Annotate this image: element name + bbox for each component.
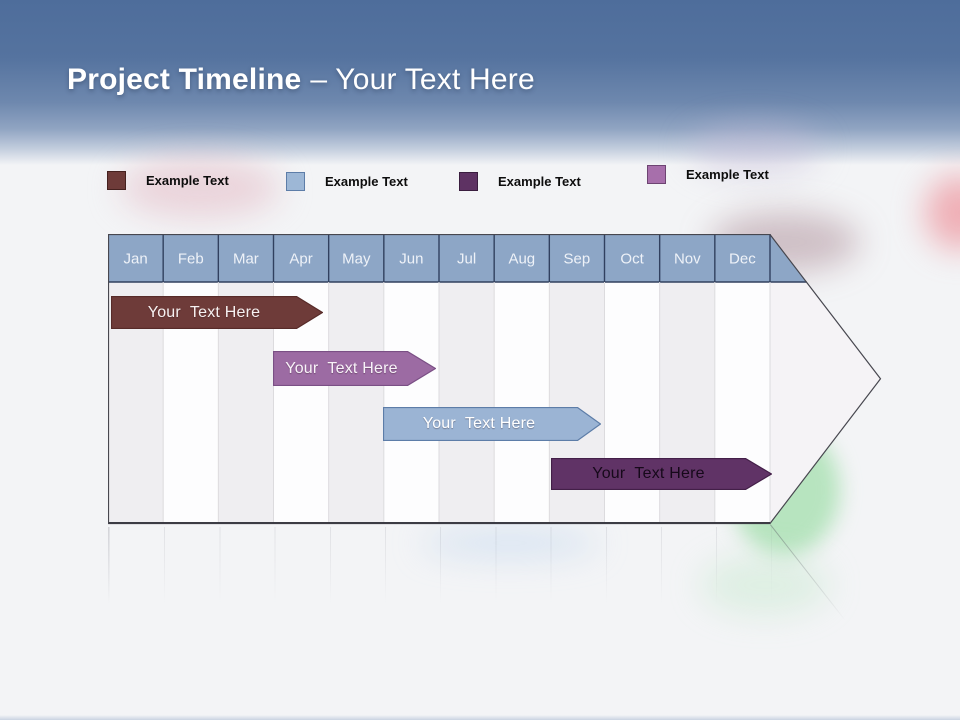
legend-label: Example Text bbox=[325, 173, 408, 189]
slide-title-primary: Project Timeline bbox=[67, 63, 302, 96]
gantt-bar-label: Your Text Here bbox=[592, 465, 705, 482]
gantt-bar: Your Text Here bbox=[383, 407, 601, 441]
month-header-cell: Oct bbox=[620, 251, 644, 268]
month-header-cell: Feb bbox=[178, 251, 204, 268]
timeline-outline bbox=[108, 234, 882, 525]
legend-item: Example Text bbox=[647, 162, 769, 186]
slide-title: Project Timeline– Your Text Here bbox=[67, 58, 535, 102]
month-header-cell: Aug bbox=[508, 251, 535, 268]
timeline-reflection bbox=[108, 527, 772, 617]
month-header-cell: Jun bbox=[399, 251, 423, 268]
legend-swatch bbox=[459, 171, 478, 191]
gantt-bar: Your Text Here bbox=[111, 296, 323, 329]
gantt-bar-label: Your Text Here bbox=[422, 415, 536, 432]
gantt-bar-shape bbox=[111, 296, 323, 329]
timeline-reflection-diagonal bbox=[770, 524, 846, 622]
month-header-labels: Jan Feb Mar Apr May Jun Jul Aug Sep Oct … bbox=[124, 251, 757, 268]
legend-label: Example Text bbox=[686, 166, 769, 182]
gantt-bar-label: Your Text Here bbox=[285, 359, 398, 377]
legend-label: Example Text bbox=[498, 173, 581, 189]
legend-swatch bbox=[286, 171, 305, 191]
month-header-cell: Jul bbox=[457, 251, 476, 268]
legend-item: Example Text bbox=[459, 169, 581, 193]
month-header-cell: Sep bbox=[564, 251, 591, 268]
legend-swatch bbox=[107, 170, 126, 190]
background-blur-blob bbox=[925, 175, 960, 250]
arrow-tip-area bbox=[770, 235, 881, 523]
month-header-cell: Jan bbox=[124, 251, 148, 268]
month-header-cell: Apr bbox=[289, 251, 312, 268]
gantt-bar-shape bbox=[551, 458, 772, 490]
legend-swatch bbox=[647, 164, 666, 184]
month-header-cell: May bbox=[342, 251, 371, 268]
gantt-bar-shape bbox=[383, 407, 601, 441]
header-separators bbox=[108, 234, 807, 283]
gantt-bar: Your Text Here bbox=[273, 351, 436, 386]
gantt-bar-label: Your Text Here bbox=[147, 303, 261, 321]
gantt-bar: Your Text Here bbox=[551, 458, 772, 490]
slide-bottom-edge bbox=[0, 715, 960, 720]
legend-label: Example Text bbox=[146, 172, 229, 188]
header-banner bbox=[0, 0, 960, 165]
legend-item: Example Text bbox=[107, 168, 229, 192]
legend-item: Example Text bbox=[286, 169, 408, 193]
month-header-cell: Dec bbox=[729, 251, 756, 268]
gantt-bar-shape bbox=[273, 351, 436, 386]
slide-title-secondary: – Your Text Here bbox=[310, 63, 535, 96]
month-header-cell: Nov bbox=[674, 251, 701, 268]
month-header-cell: Mar bbox=[233, 251, 259, 268]
